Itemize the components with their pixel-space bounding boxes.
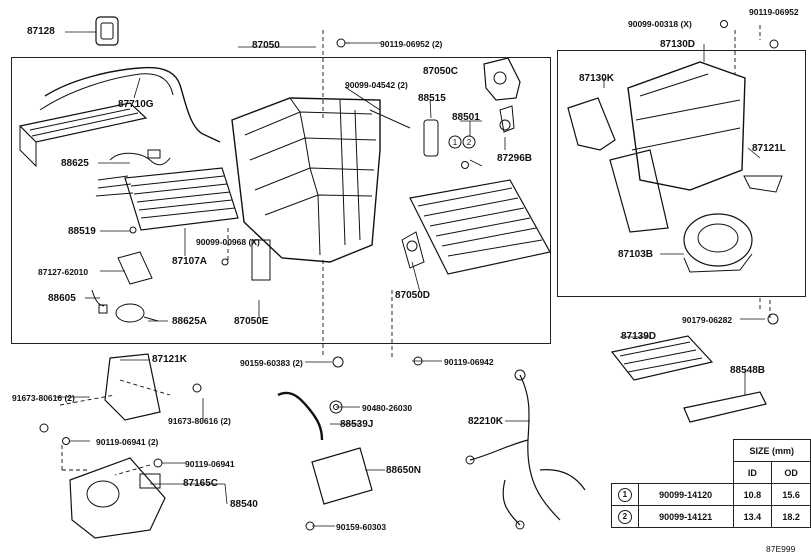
label-90159-60383-2: 90159-60383 (2)	[240, 358, 303, 368]
main-unit-group-frame	[11, 57, 551, 344]
label-90480-26030: 90480-26030	[362, 403, 413, 413]
label-90099-04542-2: 90099-04542 (2)	[345, 80, 408, 90]
diagram-code: 87E999	[766, 544, 796, 554]
size-row-2-od: 18.2	[771, 505, 811, 528]
size-row-2-id: 13.4	[732, 505, 773, 528]
callout-1-mark	[448, 135, 462, 149]
label-88519: 88519	[68, 226, 96, 237]
size-row-1-mark: 1	[617, 487, 632, 502]
seal-size-table: SIZE (mm) ID OD 1 90099-14120 10.8 15.6 …	[611, 439, 811, 528]
label-87128: 87128	[27, 26, 55, 37]
label-91673-80616-2-left: 91673-80616 (2)	[12, 393, 75, 403]
label-87127-62010: 87127-62010	[38, 267, 89, 277]
label-90099-00318-x: 90099-00318 (X)	[628, 19, 692, 29]
size-table-col-od: OD	[771, 461, 811, 484]
callout-2-label: 2	[467, 138, 472, 147]
size-table-title-row: SIZE (mm)	[612, 439, 811, 462]
label-87050d: 87050D	[395, 290, 431, 301]
label-90119-06952-2: 90119-06952 (2)	[380, 39, 443, 49]
callout-1-label: 1	[453, 138, 458, 147]
label-90179-06282: 90179-06282	[682, 315, 733, 325]
label-87121l: 87121L	[752, 143, 786, 154]
label-87107a: 87107A	[172, 256, 208, 267]
label-87139d: 87139D	[621, 331, 657, 342]
size-table-col-id: ID	[732, 461, 773, 484]
label-87050c: 87050C	[423, 66, 459, 77]
label-87130k: 87130K	[579, 73, 615, 84]
label-88625: 88625	[61, 158, 89, 169]
size-row-2-mark: 2	[617, 509, 632, 524]
label-88548b: 88548B	[730, 365, 766, 376]
label-87121k: 87121K	[152, 354, 188, 365]
label-90119-06941: 90119-06941	[185, 459, 235, 469]
size-row-2-part: 90099-14121	[637, 505, 734, 528]
label-88625a: 88625A	[172, 316, 208, 327]
label-87130d: 87130D	[660, 39, 696, 50]
size-table-row: 1 90099-14120 10.8 15.6	[611, 483, 811, 506]
label-87050e: 87050E	[234, 316, 269, 327]
label-88515: 88515	[418, 93, 446, 104]
label-90119-06941-2: 90119-06941 (2)	[96, 437, 159, 447]
label-90159-60303: 90159-60303	[336, 522, 387, 532]
label-87050: 87050	[252, 40, 280, 51]
label-87296b: 87296B	[497, 153, 533, 164]
size-table-header-row: ID OD	[612, 461, 811, 484]
size-table-row: 2 90099-14121 13.4 18.2	[611, 505, 811, 528]
label-87165c: 87165C	[183, 478, 219, 489]
size-row-1-part: 90099-14120	[637, 483, 734, 506]
label-88540: 88540	[230, 499, 258, 510]
label-90099-00968-x: 90099-00968 (X)	[196, 237, 260, 247]
size-row-1-od: 15.6	[771, 483, 811, 506]
label-88650n: 88650N	[386, 465, 422, 476]
label-87103b: 87103B	[618, 249, 654, 260]
callout-2-mark	[462, 135, 476, 149]
label-90119-06952: 90119-06952	[749, 7, 799, 17]
label-82210k: 82210K	[468, 416, 504, 427]
label-87710g: 87710G	[118, 99, 154, 110]
label-88605: 88605	[48, 293, 76, 304]
label-88501: 88501	[452, 112, 480, 123]
label-91673-80616-2-right: 91673-80616 (2)	[168, 416, 231, 426]
size-table-title: SIZE (mm)	[732, 439, 811, 462]
label-90119-06942: 90119-06942	[444, 357, 494, 367]
label-88539j: 88539J	[340, 419, 374, 430]
blower-unit-group-frame	[557, 50, 806, 297]
size-row-1-id: 10.8	[732, 483, 773, 506]
